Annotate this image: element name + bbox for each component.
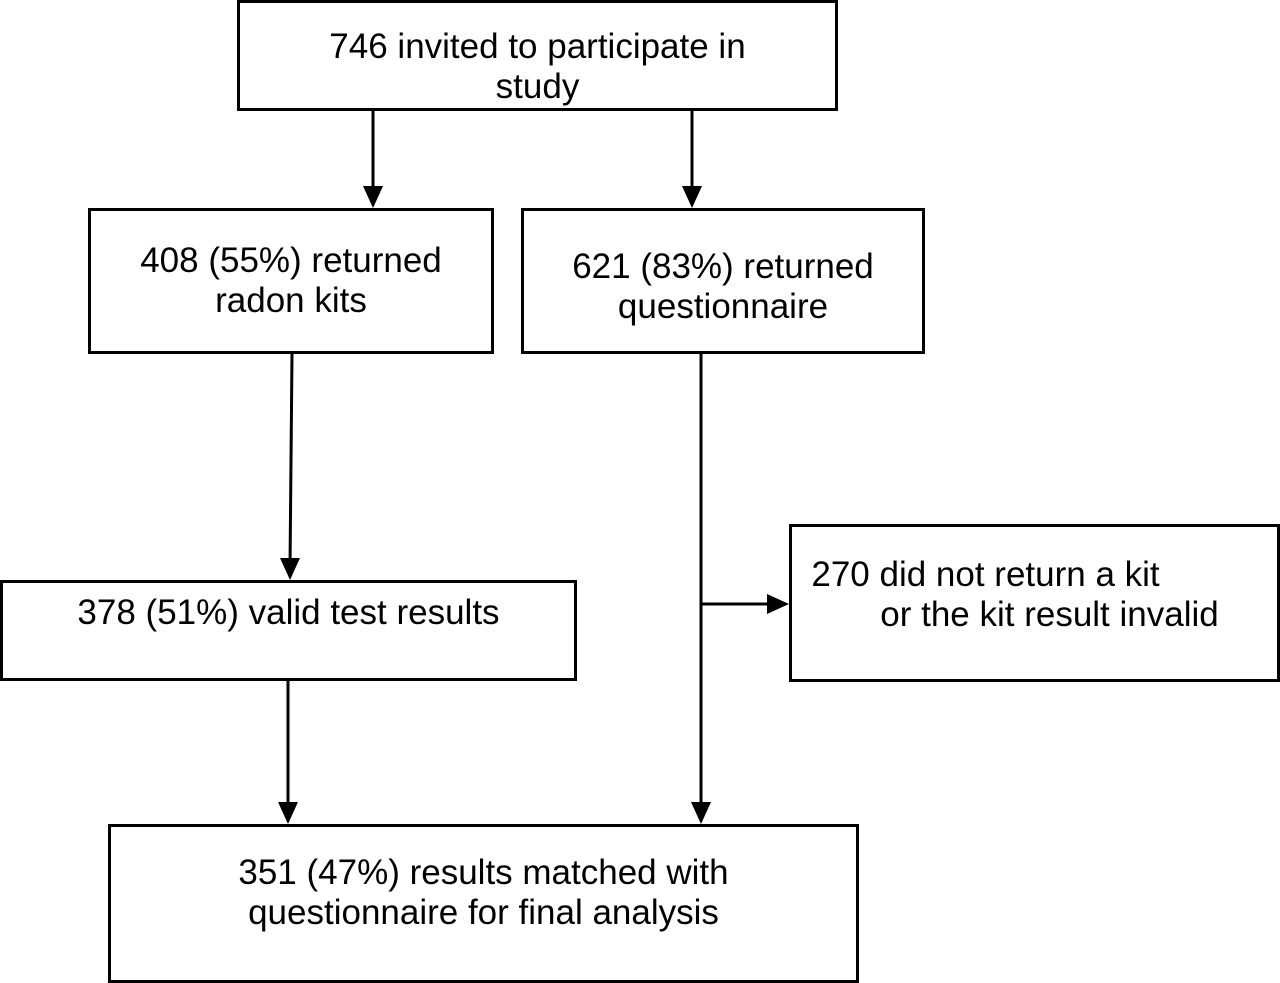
questionnaire-line-1: 621 (83%) returned — [572, 247, 874, 286]
final-analysis-line-1: 351 (47%) results matched with — [238, 853, 729, 892]
valid-results-box: 378 (51%) valid test results — [0, 580, 577, 681]
excluded-line-2: or the kit result invalid — [880, 595, 1219, 634]
radon-kits-box: 408 (55%) returned radon kits — [88, 208, 494, 354]
excluded-line-1: 270 did not return a kit — [811, 555, 1160, 594]
invited-box: 746 invited to participate in study — [237, 0, 838, 111]
valid-results-line-1: 378 (51%) valid test results — [77, 593, 500, 632]
invited-line-2: study — [495, 67, 580, 106]
excluded-box: 270 did not return a kit or the kit resu… — [789, 524, 1280, 682]
final-analysis-box: 351 (47%) results matched with questionn… — [108, 824, 859, 983]
questionnaire-line-2: questionnaire — [617, 287, 829, 326]
final-analysis-line-2: questionnaire for final analysis — [248, 893, 719, 932]
arrow-radon-to-valid — [288, 353, 294, 569]
radon-kits-line-1: 408 (55%) returned — [140, 241, 442, 280]
questionnaire-box: 621 (83%) returned questionnaire — [521, 208, 925, 354]
radon-kits-line-2: radon kits — [215, 281, 367, 320]
invited-line-1: 746 invited to participate in — [329, 27, 746, 66]
